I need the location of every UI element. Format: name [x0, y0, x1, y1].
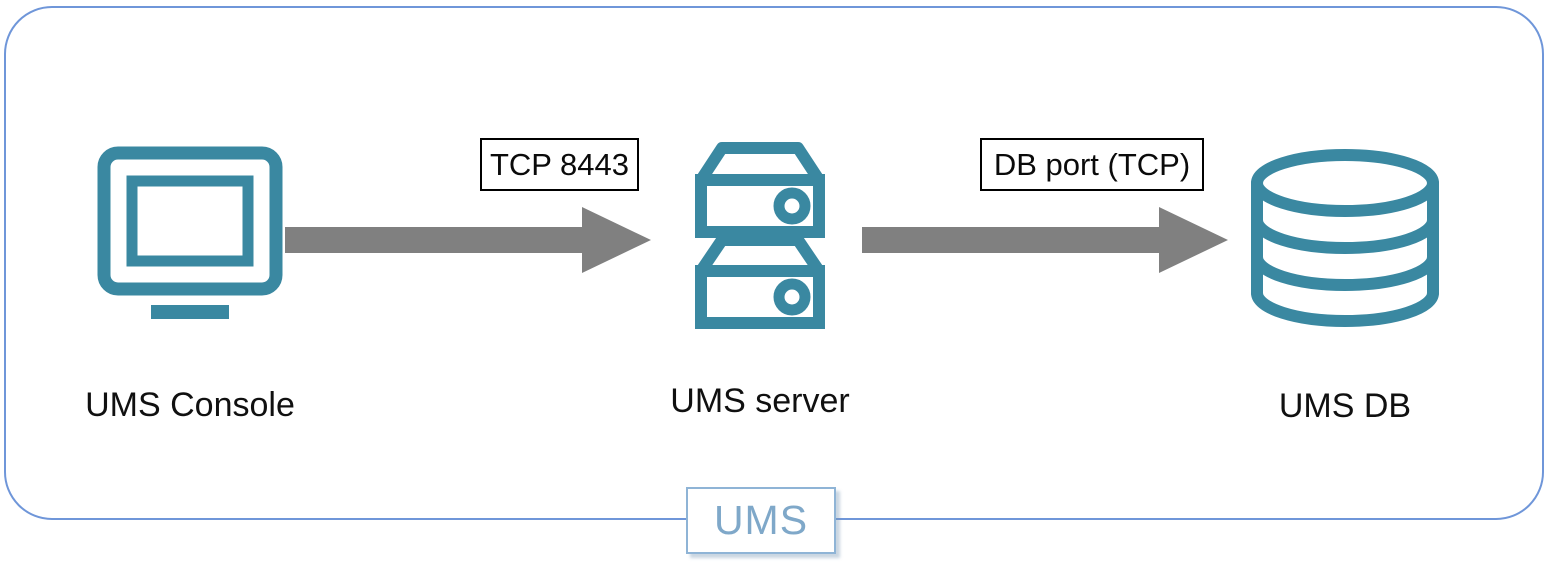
monitor-icon [90, 145, 290, 330]
arrow-server-to-db [862, 205, 1228, 275]
arrow-console-to-server [285, 205, 651, 275]
node-label-ums-server: UMS server [670, 382, 850, 420]
ums-boundary-badge: UMS [686, 487, 836, 554]
node-label-ums-console: UMS Console [85, 386, 295, 424]
ums-badge-text: UMS [713, 497, 809, 543]
node-ums-console[interactable]: UMS Console [0, 145, 380, 422]
server-stack-icon [660, 140, 860, 332]
connection-label-db-port: DB port (TCP) [980, 138, 1204, 191]
connection-label-tcp-8443: TCP 8443 [480, 138, 639, 191]
node-label-ums-db: UMS DB [1278, 387, 1412, 425]
node-ums-server[interactable]: UMS server [570, 140, 950, 418]
database-cylinder-icon [1245, 145, 1445, 333]
node-ums-db[interactable]: UMS DB [1155, 145, 1535, 423]
